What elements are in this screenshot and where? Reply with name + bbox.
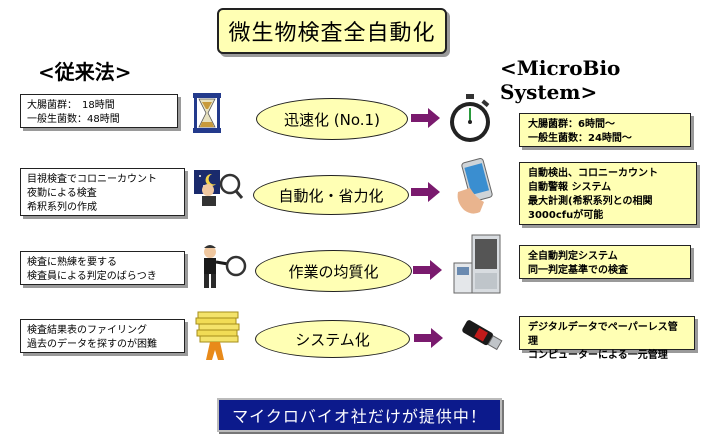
left-line: 大腸菌群： 18時間 <box>27 100 115 111</box>
left-box-3: 検査に熟練を要する 検査員による判定のばらつき <box>20 251 185 285</box>
exclusive-provider-banner: マイクロバイオ社だけが提供中！ <box>217 398 502 432</box>
left-box-2: 目視検査でコロニーカウント 夜勤による検査 希釈系列の作成 <box>20 168 185 216</box>
arrow-icon <box>413 259 443 281</box>
traditional-method-heading: <従来法> <box>38 60 132 84</box>
benefit-label: 自動化・省力化 <box>278 186 384 205</box>
right-line: 同一判定基準での検査 <box>528 265 628 276</box>
stopwatch-icon <box>446 93 494 145</box>
magnifier-person-icon <box>198 244 248 290</box>
benefit-speedup: 迅速化 (No.1) <box>256 98 408 140</box>
hourglass-icon <box>192 92 222 134</box>
left-line: 目視検査でコロニーカウント <box>27 174 157 185</box>
microbio-system-heading: <MicroBio System> <box>500 56 621 104</box>
left-line: 一般生菌数：48時間 <box>27 114 120 125</box>
right-line: デジタルデータでペーパーレス管理 <box>528 322 678 347</box>
right-box-4: デジタルデータでペーパーレス管理 コンピューターによる一元管理 <box>519 316 695 361</box>
right-box-1: 大腸菌群：6時間～ 一般生菌数：24時間～ <box>519 113 691 147</box>
left-box-1: 大腸菌群： 18時間 一般生菌数：48時間 <box>20 94 178 128</box>
smartphone-icon <box>454 158 498 218</box>
right-line: 一般生菌数：24時間～ <box>528 133 632 144</box>
left-line: 希釈系列の作成 <box>27 202 97 213</box>
right-line: 全自動判定システム <box>528 251 618 262</box>
benefit-systemization: システム化 <box>255 320 410 358</box>
analyzer-machine-icon <box>452 233 502 295</box>
page-title: 微生物検査全自動化 <box>217 8 447 54</box>
benefit-standardization: 作業の均質化 <box>255 250 412 292</box>
usb-drive-icon <box>452 314 504 354</box>
arrow-icon <box>411 107 441 129</box>
benefit-label: システム化 <box>295 330 370 349</box>
right-line: 自動検出、コロニーカウント <box>528 168 658 179</box>
right-line: 自動警報 システム <box>528 182 612 193</box>
right-line: コンピューターによる一元管理 <box>528 350 668 361</box>
right-box-2: 自動検出、コロニーカウント 自動警報 システム 最大計測(希釈系列との相関 30… <box>519 162 697 225</box>
paper-stack-person-icon <box>192 306 242 362</box>
left-box-4: 検査結果表のファイリング 過去のデータを探すのが困難 <box>20 319 185 353</box>
right-line: 大腸菌群：6時間～ <box>528 119 615 130</box>
left-line: 検査に熟練を要する <box>27 257 117 268</box>
right-line: 最大計測(希釈系列との相関 <box>528 196 653 207</box>
left-line: 検査員による判定のばらつき <box>27 271 157 282</box>
right-line: 3000cfuが可能 <box>528 210 604 221</box>
night-inspector-icon <box>194 168 244 208</box>
left-line: 過去のデータを探すのが困難 <box>27 339 157 350</box>
benefit-label: 作業の均質化 <box>288 262 379 281</box>
right-box-3: 全自動判定システム 同一判定基準での検査 <box>519 245 691 279</box>
left-line: 検査結果表のファイリング <box>27 325 147 336</box>
arrow-icon <box>414 327 444 349</box>
arrow-icon <box>411 181 441 203</box>
left-line: 夜勤による検査 <box>27 188 97 199</box>
benefit-automation: 自動化・省力化 <box>253 175 409 215</box>
benefit-label: 迅速化 (No.1) <box>284 110 380 129</box>
